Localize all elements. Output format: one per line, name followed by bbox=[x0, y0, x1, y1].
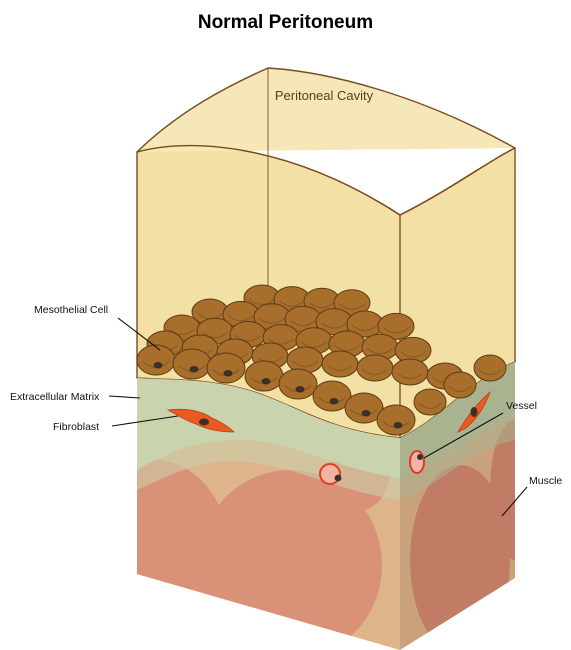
cavity-label: Peritoneal Cavity bbox=[275, 88, 374, 103]
mesothelial-cell bbox=[207, 353, 245, 383]
mesothelial-cell bbox=[173, 349, 211, 379]
fibroblast-label: Fibroblast bbox=[53, 421, 99, 433]
vessel-side bbox=[410, 451, 424, 473]
mesothelial-cell bbox=[287, 347, 323, 373]
muscle-label: Muscle bbox=[529, 475, 562, 487]
vessel-label: Vessel bbox=[506, 400, 537, 412]
mesothelial-cell bbox=[279, 369, 317, 399]
mesothelial-cell bbox=[414, 389, 446, 415]
mesothelial-cell bbox=[357, 355, 393, 381]
extracellular-matrix-label: Extracellular Matrix bbox=[10, 391, 100, 403]
mesothelial-cell bbox=[444, 372, 476, 398]
mesothelial-cell-label: Mesothelial Cell bbox=[34, 304, 108, 316]
vessel-front bbox=[320, 464, 341, 484]
mesothelial-cell bbox=[474, 355, 506, 381]
mesothelial-cell bbox=[377, 405, 415, 435]
mesothelial-cell bbox=[137, 345, 175, 375]
ecm-leader bbox=[109, 396, 140, 398]
mesothelial-cell bbox=[392, 359, 428, 385]
mesothelial-cell bbox=[322, 351, 358, 377]
mesothelial-cell bbox=[245, 361, 283, 391]
